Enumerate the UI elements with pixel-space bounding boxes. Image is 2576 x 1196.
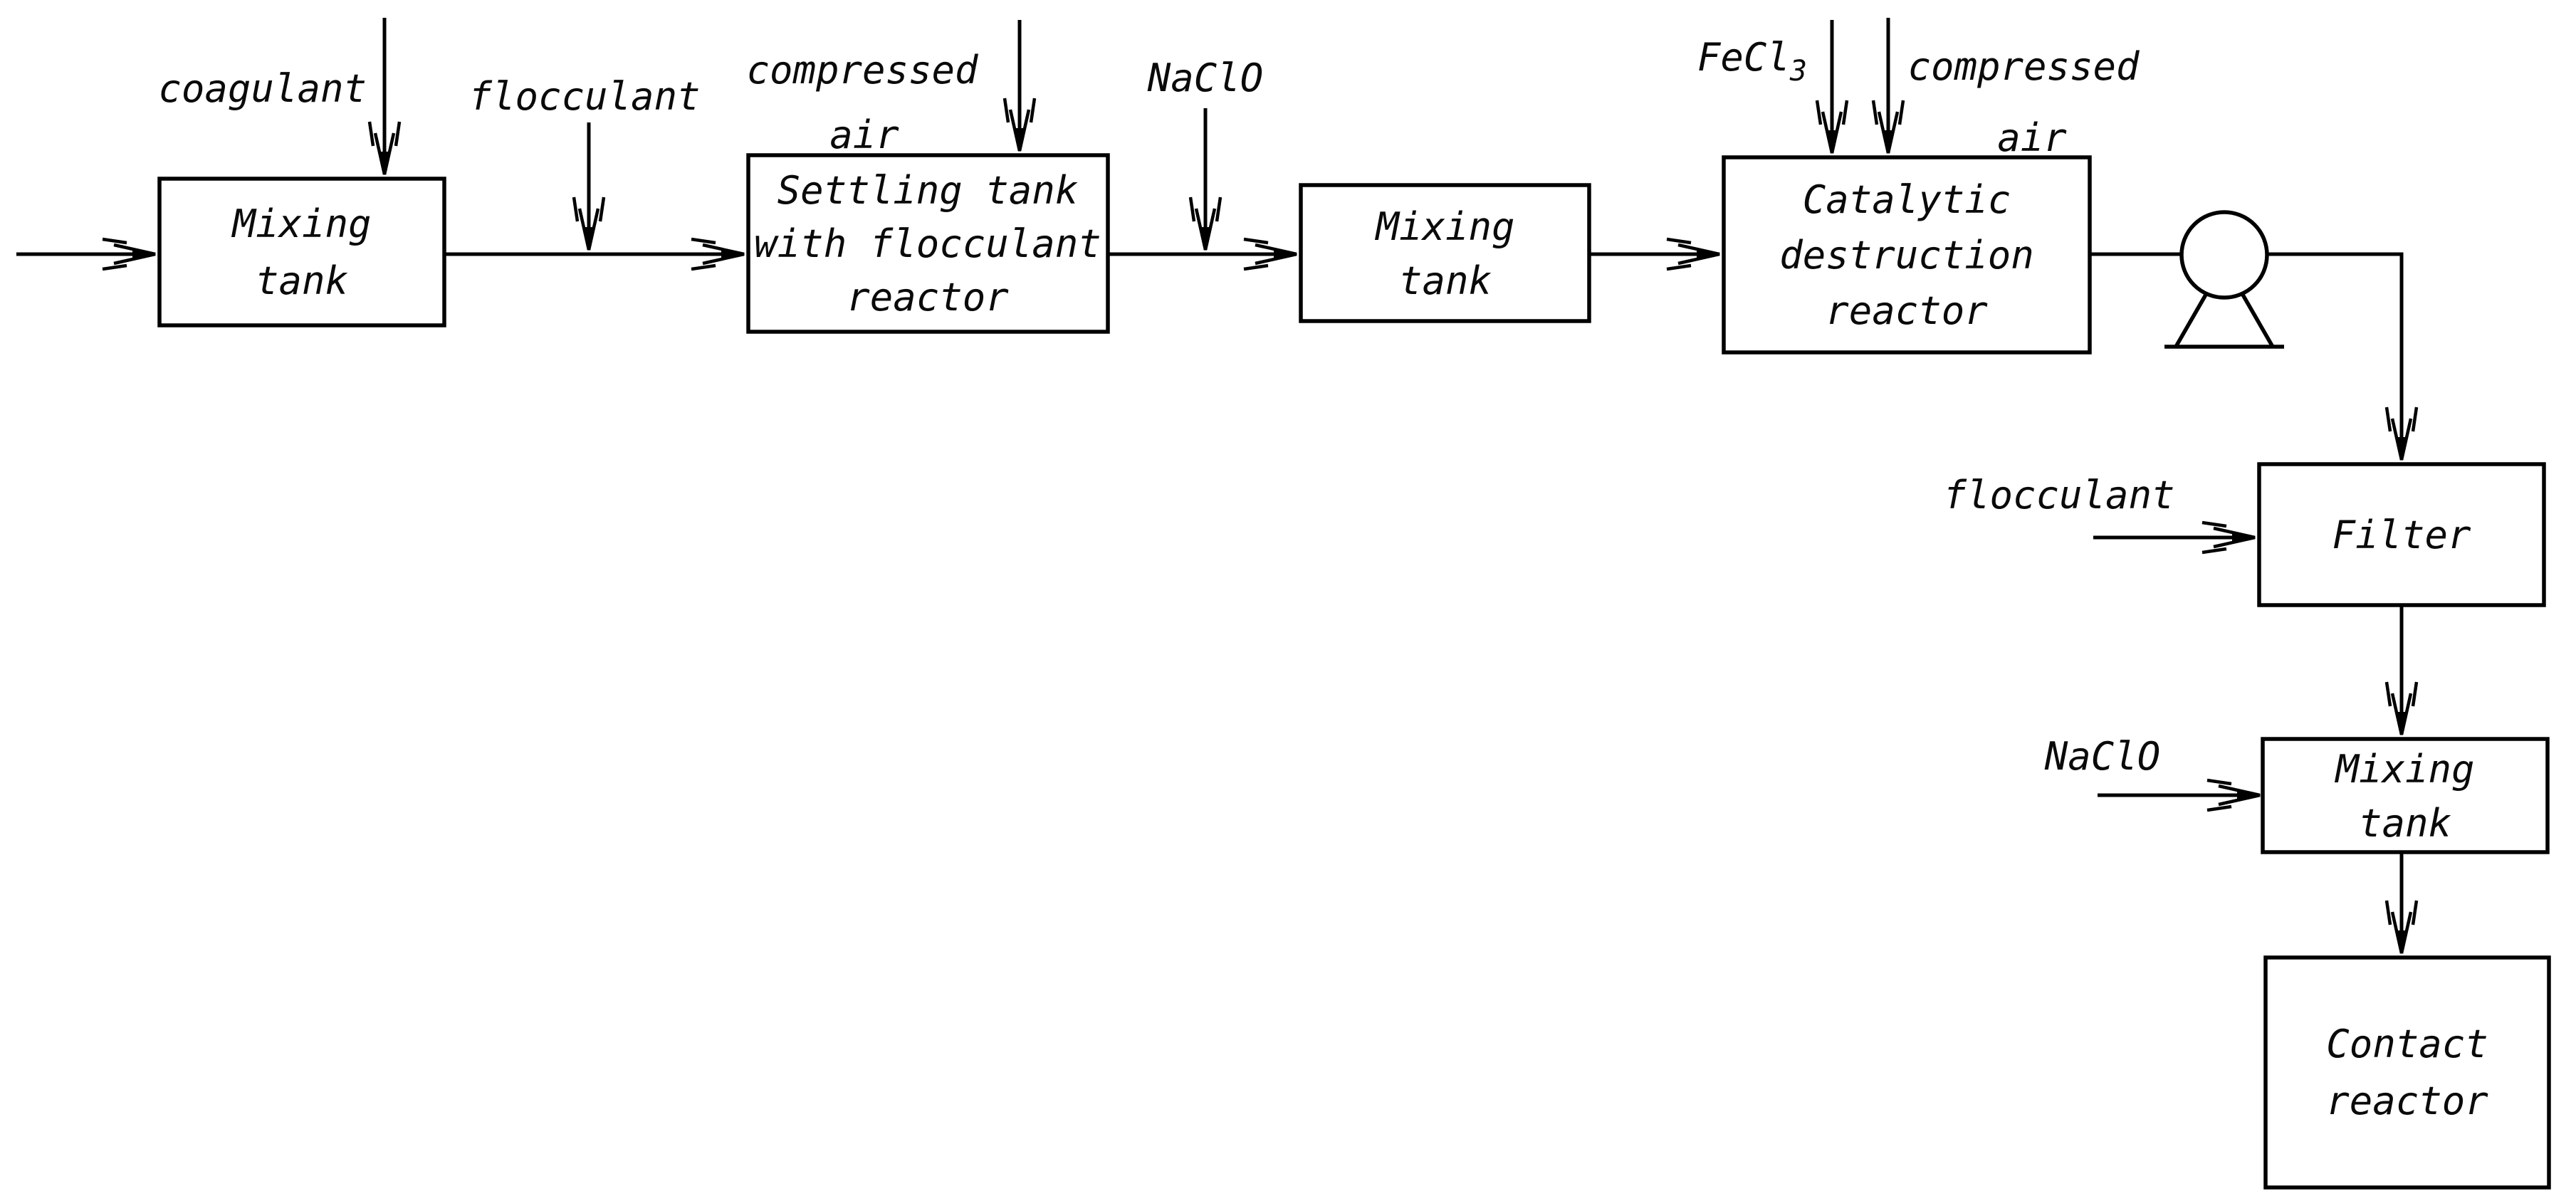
- label-coagulant: coagulant: [158, 66, 367, 111]
- label-fecl3: FeCl3: [1697, 35, 1807, 88]
- node-settling-tank-label-line3: reactor: [847, 275, 1009, 320]
- pump-triangle: [2164, 293, 2284, 349]
- node-contact-reactor-label-line2: reactor: [2326, 1079, 2488, 1123]
- label-fecl3-subscript: 3: [1789, 55, 1807, 88]
- node-filter-label: Filter: [2332, 513, 2471, 557]
- node-settling-tank: [746, 153, 1110, 334]
- label-compressed-air-2-line2: air: [1997, 115, 2067, 160]
- node-catalytic-reactor-label-line2: destruction: [1779, 233, 2034, 278]
- label-flocculant-2: flocculant: [1943, 473, 2174, 518]
- node-mixing-tank-1: [157, 177, 446, 327]
- pump-circle: [2179, 210, 2269, 300]
- node-mixing-tank-2-label-line1: Mixing: [1374, 204, 1514, 249]
- node-catalytic-reactor: [1722, 155, 2092, 355]
- node-contact-reactor-label-line1: Contact: [2326, 1022, 2488, 1066]
- label-naclo-1: NaClO: [1147, 56, 1264, 100]
- label-flocculant-1: flocculant: [468, 74, 700, 119]
- node-mixing-tank-2: [1299, 183, 1591, 323]
- node-catalytic-reactor-label-line3: reactor: [1826, 288, 1988, 333]
- node-mixing-tank-2-label-line2: tank: [1399, 258, 1492, 303]
- pump-icon: [2164, 210, 2284, 349]
- node-mixing-tank-1-label-line2: tank: [256, 258, 348, 303]
- node-settling-tank-label-line1: Settling tank: [777, 168, 1079, 213]
- node-contact-reactor: [2263, 955, 2551, 1190]
- label-fecl3-base: FeCl: [1697, 35, 1790, 80]
- node-catalytic-reactor-label-line1: Catalytic: [1803, 177, 2011, 222]
- label-compressed-air-1-line1: compressed: [746, 48, 979, 93]
- node-mixing-tank-3-label-line1: Mixing: [2334, 747, 2474, 792]
- node-filter: [2257, 462, 2546, 607]
- stream-line-pump-to-filter: [2266, 252, 2419, 461]
- label-naclo-2: NaClO: [2044, 734, 2161, 779]
- node-mixing-tank-1-label-line1: Mixing: [231, 201, 371, 246]
- node-settling-tank-label-line2: with flocculant: [754, 221, 1101, 266]
- label-compressed-air-1-line2: air: [829, 112, 899, 157]
- node-mixing-tank-3-label-line2: tank: [2359, 801, 2451, 846]
- label-compressed-air-2-line1: compressed: [1907, 44, 2140, 89]
- node-mixing-tank-3: [2261, 737, 2550, 854]
